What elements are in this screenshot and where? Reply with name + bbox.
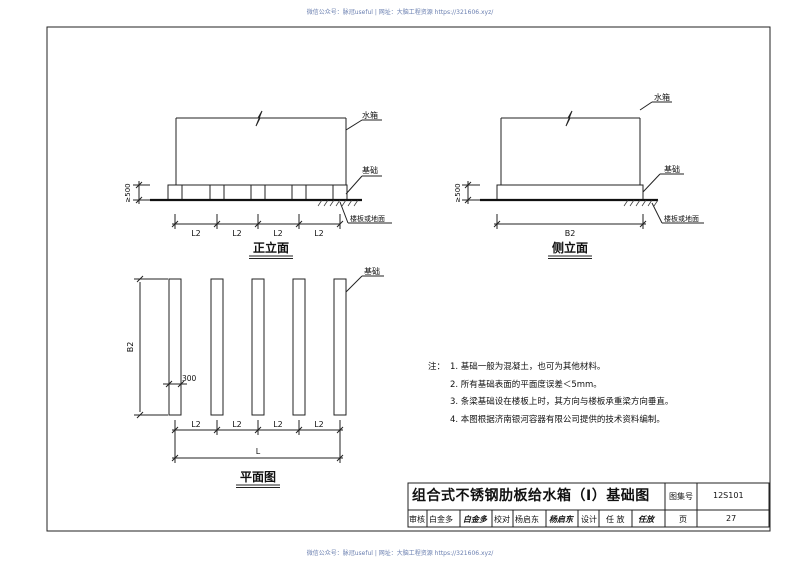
foundation-block — [496, 184, 644, 201]
label-foundation-front: 基础 — [362, 165, 378, 175]
leader-tank — [639, 101, 653, 111]
leader-foundation — [345, 275, 363, 293]
page-label: 页 — [679, 515, 687, 524]
view-title-front: 正立面 — [253, 240, 289, 255]
title-block-frame — [407, 482, 770, 528]
atlas-number: 12S101 — [713, 491, 744, 500]
foundation-strip-plan — [292, 278, 306, 416]
view-title-side: 侧立面 — [552, 240, 588, 255]
dim-l2: L2 — [232, 229, 242, 238]
dim-height-front: ≥500 — [124, 183, 132, 202]
floor-hatch — [317, 199, 359, 207]
dim-l2: L2 — [273, 229, 283, 238]
tank-top-break-line — [501, 110, 640, 127]
notes-lead: 注： — [428, 362, 446, 372]
notes-block: 注：1. 基础一般为混凝土，也可为其他材料。 2. 所有基础表面的平面度误差＜5… — [428, 359, 673, 429]
drawing-title: 组合式不锈钢肋板给水箱（Ⅰ）基础图 — [412, 488, 650, 504]
designer-signature: 任放 — [638, 515, 654, 524]
leader-floor — [651, 202, 663, 224]
foundation-strip — [332, 184, 348, 201]
note-item: 注：1. 基础一般为混凝土，也可为其他材料。 — [428, 359, 673, 377]
reviewer-signature: 白金多 — [463, 515, 487, 524]
plan-view: 基础 B2 300 L2 L2 L2 L2 L 平面图 — [126, 266, 384, 488]
atlas-label: 图集号 — [669, 492, 693, 501]
foundation-strip — [209, 184, 225, 201]
note-item: 4. 本图根据济南银河容器有限公司提供的技术资料编制。 — [450, 414, 665, 425]
checker-signature: 杨启东 — [549, 515, 573, 524]
label-tank-side: 水箱 — [654, 92, 670, 102]
review-label: 审核 — [409, 515, 425, 524]
label-foundation-side: 基础 — [664, 164, 680, 174]
floor-hatch — [623, 199, 659, 207]
dim-l2: L2 — [314, 420, 324, 429]
title-block: 组合式不锈钢肋板给水箱（Ⅰ）基础图 图集号 12S101 页 27 审核 白金多… — [408, 483, 769, 527]
watermark-top: 微信公众号：脉冠useful | 网址：大脑工程资源 https://32160… — [306, 9, 494, 16]
dim-b2-side: B2 — [565, 229, 576, 238]
dim-l2: L2 — [191, 229, 201, 238]
label-floor-front: 楼板或地面 — [350, 214, 385, 223]
dim-l2: L2 — [191, 420, 201, 429]
watermark-bottom: 微信公众号：脉冠useful | 网址：大脑工程资源 https://32160… — [306, 550, 494, 557]
foundation-strip-plan — [210, 278, 224, 416]
checker-name: 杨启东 — [515, 515, 539, 524]
leader-foundation — [642, 173, 661, 193]
foundation-strip — [167, 184, 183, 201]
view-title-plan: 平面图 — [240, 470, 276, 484]
foundation-strip-plan — [251, 278, 265, 416]
note-item: 3. 条梁基础设在楼板上时，其方向与楼板承重梁方向垂直。 — [450, 397, 674, 408]
leader-tank — [345, 119, 363, 131]
designer-name: 任 放 — [606, 515, 625, 524]
tank-top-break-line — [176, 110, 346, 127]
dim-l2: L2 — [273, 420, 283, 429]
dim-300: 300 — [182, 374, 197, 383]
foundation-strip — [250, 184, 266, 201]
dim-height-side: ≥500 — [454, 183, 462, 202]
reviewer-name: 白金多 — [429, 515, 453, 524]
foundation-strip-plan — [333, 278, 347, 416]
dim-l2: L2 — [232, 420, 242, 429]
label-tank-front: 水箱 — [362, 110, 378, 120]
note-item: 2. 所有基础表面的平面度误差＜5mm。 — [450, 379, 602, 390]
foundation-strip — [291, 184, 307, 201]
label-floor-side: 楼板或地面 — [664, 214, 699, 223]
dim-b2-plan: B2 — [126, 342, 135, 353]
label-foundation-plan: 基础 — [364, 266, 380, 276]
dim-l-total: L — [256, 447, 261, 456]
sheet-border — [46, 26, 771, 532]
foundation-strip-plan — [168, 278, 182, 416]
leader-foundation — [345, 175, 363, 195]
dim-l2: L2 — [314, 229, 324, 238]
page-number: 27 — [726, 514, 737, 523]
design-label: 设计 — [581, 515, 597, 524]
leader-floor — [339, 201, 349, 224]
front-elevation: 水箱 基础 楼板或地面 ≥500 — [124, 110, 392, 259]
side-elevation: 水箱 基础 楼板或地面 ≥500 B2 侧立面 — [454, 92, 704, 259]
check-label: 校对 — [494, 515, 510, 524]
